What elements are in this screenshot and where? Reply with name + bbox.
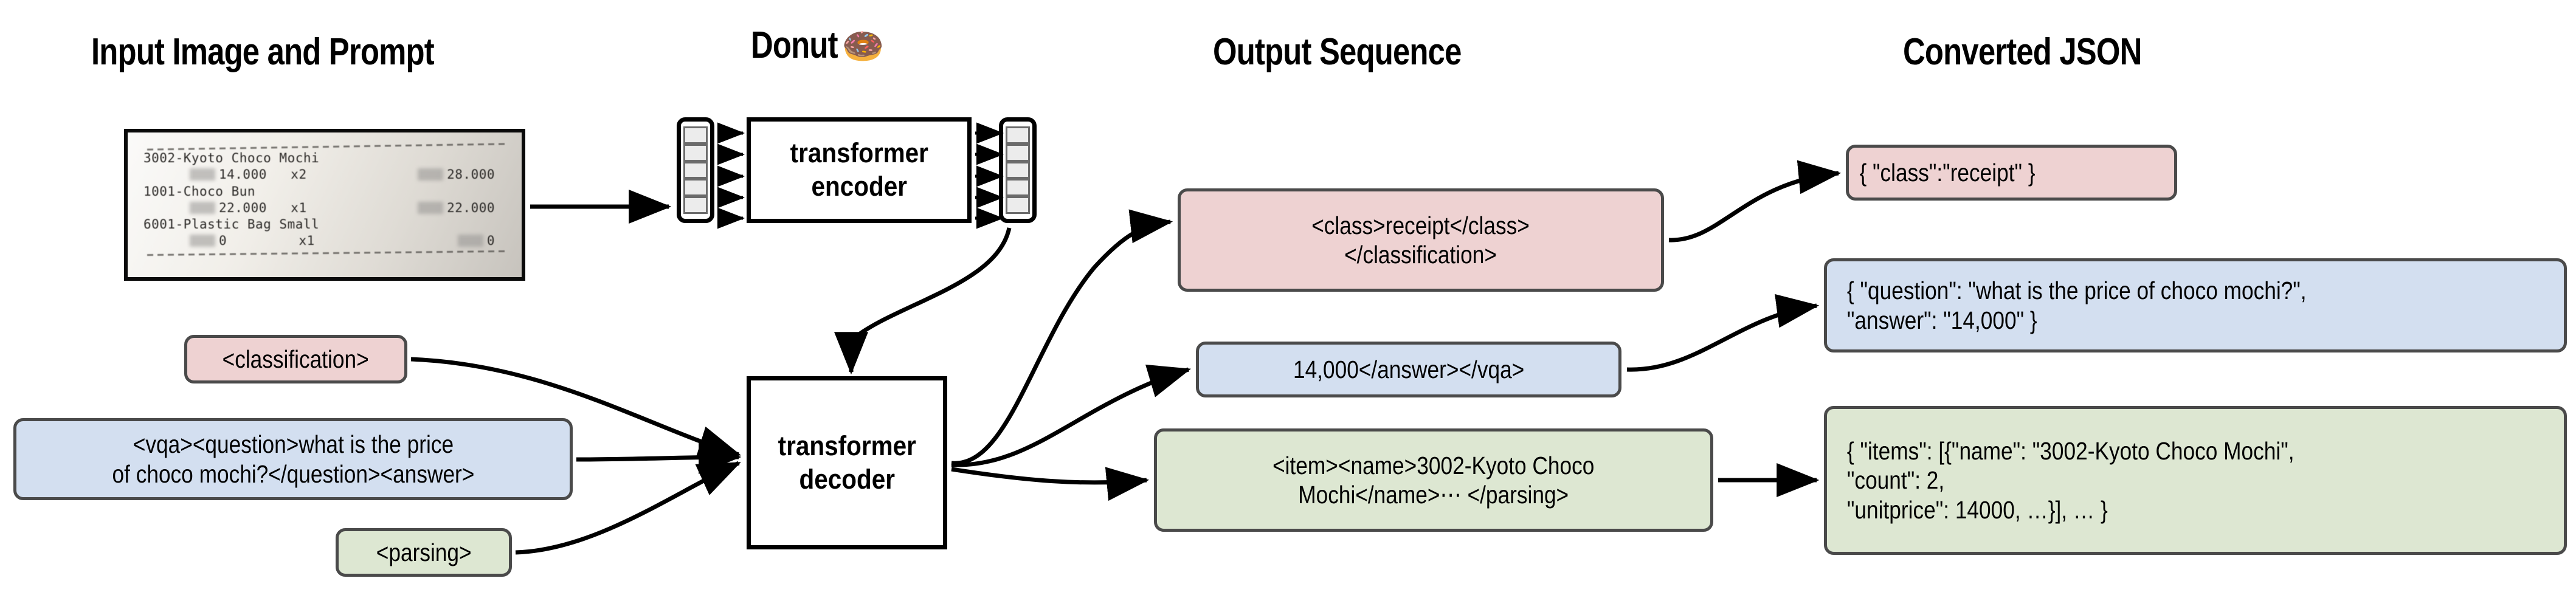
redaction-chip-icon [190,201,215,214]
column-title-output-sequence: Output Sequence [1213,31,1462,73]
receipt-dashed-rule-top [147,143,506,151]
column-title-donut: Donut 🍩 [751,24,885,66]
transformer-decoder-block: transformer decoder [747,376,947,549]
prompt-box-classification[interactable]: <classification> [184,335,407,383]
prompt-classification-label: <classification> [222,345,370,373]
token-square [683,143,708,162]
column-title-converted-json: Converted JSON [1903,31,2142,73]
output-box-parsing[interactable]: <item><name>3002-Kyoto Choco Mochi</name… [1154,428,1713,532]
receipt-paper: 3002-Kyoto Choco Mochi 14.000 x2 28.000 1… [128,132,522,277]
receipt-amount-row-2: 22.000 x1 22.000 [143,200,506,216]
redaction-chip-icon [418,168,444,181]
donut-icon: 🍩 [841,27,885,65]
arrow-decoder-to-output-vqa [951,364,1192,467]
json-box-classification[interactable]: { "class":"receipt" } [1846,145,2177,201]
json-box-vqa[interactable]: { "question": "what is the price of choc… [1824,258,2567,352]
token-square [1006,179,1030,197]
json-classification-text: { "class":"receipt" } [1859,158,2036,187]
output-box-vqa[interactable]: 14,000</answer></vqa> [1196,342,1621,397]
transformer-decoder-label: transformer decoder [778,430,916,495]
token-square [683,196,708,214]
receipt-line-total-1-group: 28.000 [418,167,495,183]
receipt-line-total-2-group: 22.000 [418,200,495,216]
redaction-chip-icon [418,201,444,214]
column-title-input-image-and-prompt: Input Image and Prompt [91,31,435,73]
output-vqa-text: 14,000</answer></vqa> [1293,355,1525,383]
arrow-vqa-prompt-to-decoder [576,440,742,475]
receipt-qty-2: x1 [291,200,307,215]
receipt-dashed-rule-bottom [147,250,506,256]
column-title-donut-text: Donut [751,24,846,66]
prompt-vqa-label: <vqa><question>what is the price of choc… [112,430,474,488]
token-square [683,126,708,144]
prompt-box-vqa[interactable]: <vqa><question>what is the price of choc… [13,418,573,500]
output-classification-text: <class>receipt</class> </classification> [1311,211,1530,269]
receipt-amount-row-1: 14.000 x2 28.000 [143,167,506,183]
arrow-decoder-to-output-classification [951,209,1173,466]
receipt-qty-3: x1 [299,233,315,249]
receipt-item-name-2: 1001-Choco Bun [143,184,256,199]
prompt-parsing-label: <parsing> [376,538,472,566]
arrow-output-to-json-vqa [1626,294,1820,372]
arrow-decoder-to-output-parsing [951,467,1150,501]
token-square [683,161,708,179]
encoder-output-token-strip [999,117,1037,223]
token-square [1006,196,1030,214]
receipt-unit-price-1: 14.000 [219,167,267,182]
json-vqa-text: { "question": "what is the price of choc… [1846,277,2307,334]
redaction-chip-icon [457,235,483,247]
redaction-chip-icon [190,168,215,181]
receipt-line-total-3-group: 0 [457,233,495,249]
receipt-item-name-1: 3002-Kyoto Choco Mochi [143,151,320,165]
arrow-encoder-to-decoder [834,227,1012,375]
json-box-parsing[interactable]: { "items": [{"name": "3002-Kyoto Choco M… [1824,406,2567,555]
token-square [683,179,708,197]
receipt-image: 3002-Kyoto Choco Mochi 14.000 x2 28.000 1… [124,129,525,281]
transformer-encoder-block: transformer encoder [747,117,972,223]
token-square [1006,161,1030,179]
receipt-unit-price-2: 22.000 [219,200,267,215]
token-square [1006,126,1030,144]
receipt-line-total-1: 28.000 [447,167,495,182]
arrow-output-to-json-classification [1668,160,1842,242]
json-parsing-text: { "items": [{"name": "3002-Kyoto Choco M… [1846,436,2295,524]
token-square [1006,143,1030,162]
transformer-encoder-label: transformer encoder [790,137,928,202]
receipt-unit-price-3: 0 [219,233,227,249]
receipt-line-total-3: 0 [486,233,495,249]
encoder-input-token-strip [677,117,714,223]
output-parsing-text: <item><name>3002-Kyoto Choco Mochi</name… [1272,451,1595,509]
receipt-amount-row-3: 0 x1 0 [143,233,506,249]
receipt-qty-1: x2 [291,167,307,182]
redaction-chip-icon [190,235,215,247]
output-box-classification[interactable]: <class>receipt</class> </classification> [1178,188,1664,292]
receipt-item-name-3: 6001-Plastic Bag Small [143,217,320,232]
prompt-box-parsing[interactable]: <parsing> [336,528,512,577]
receipt-line-total-2: 22.000 [447,200,495,215]
